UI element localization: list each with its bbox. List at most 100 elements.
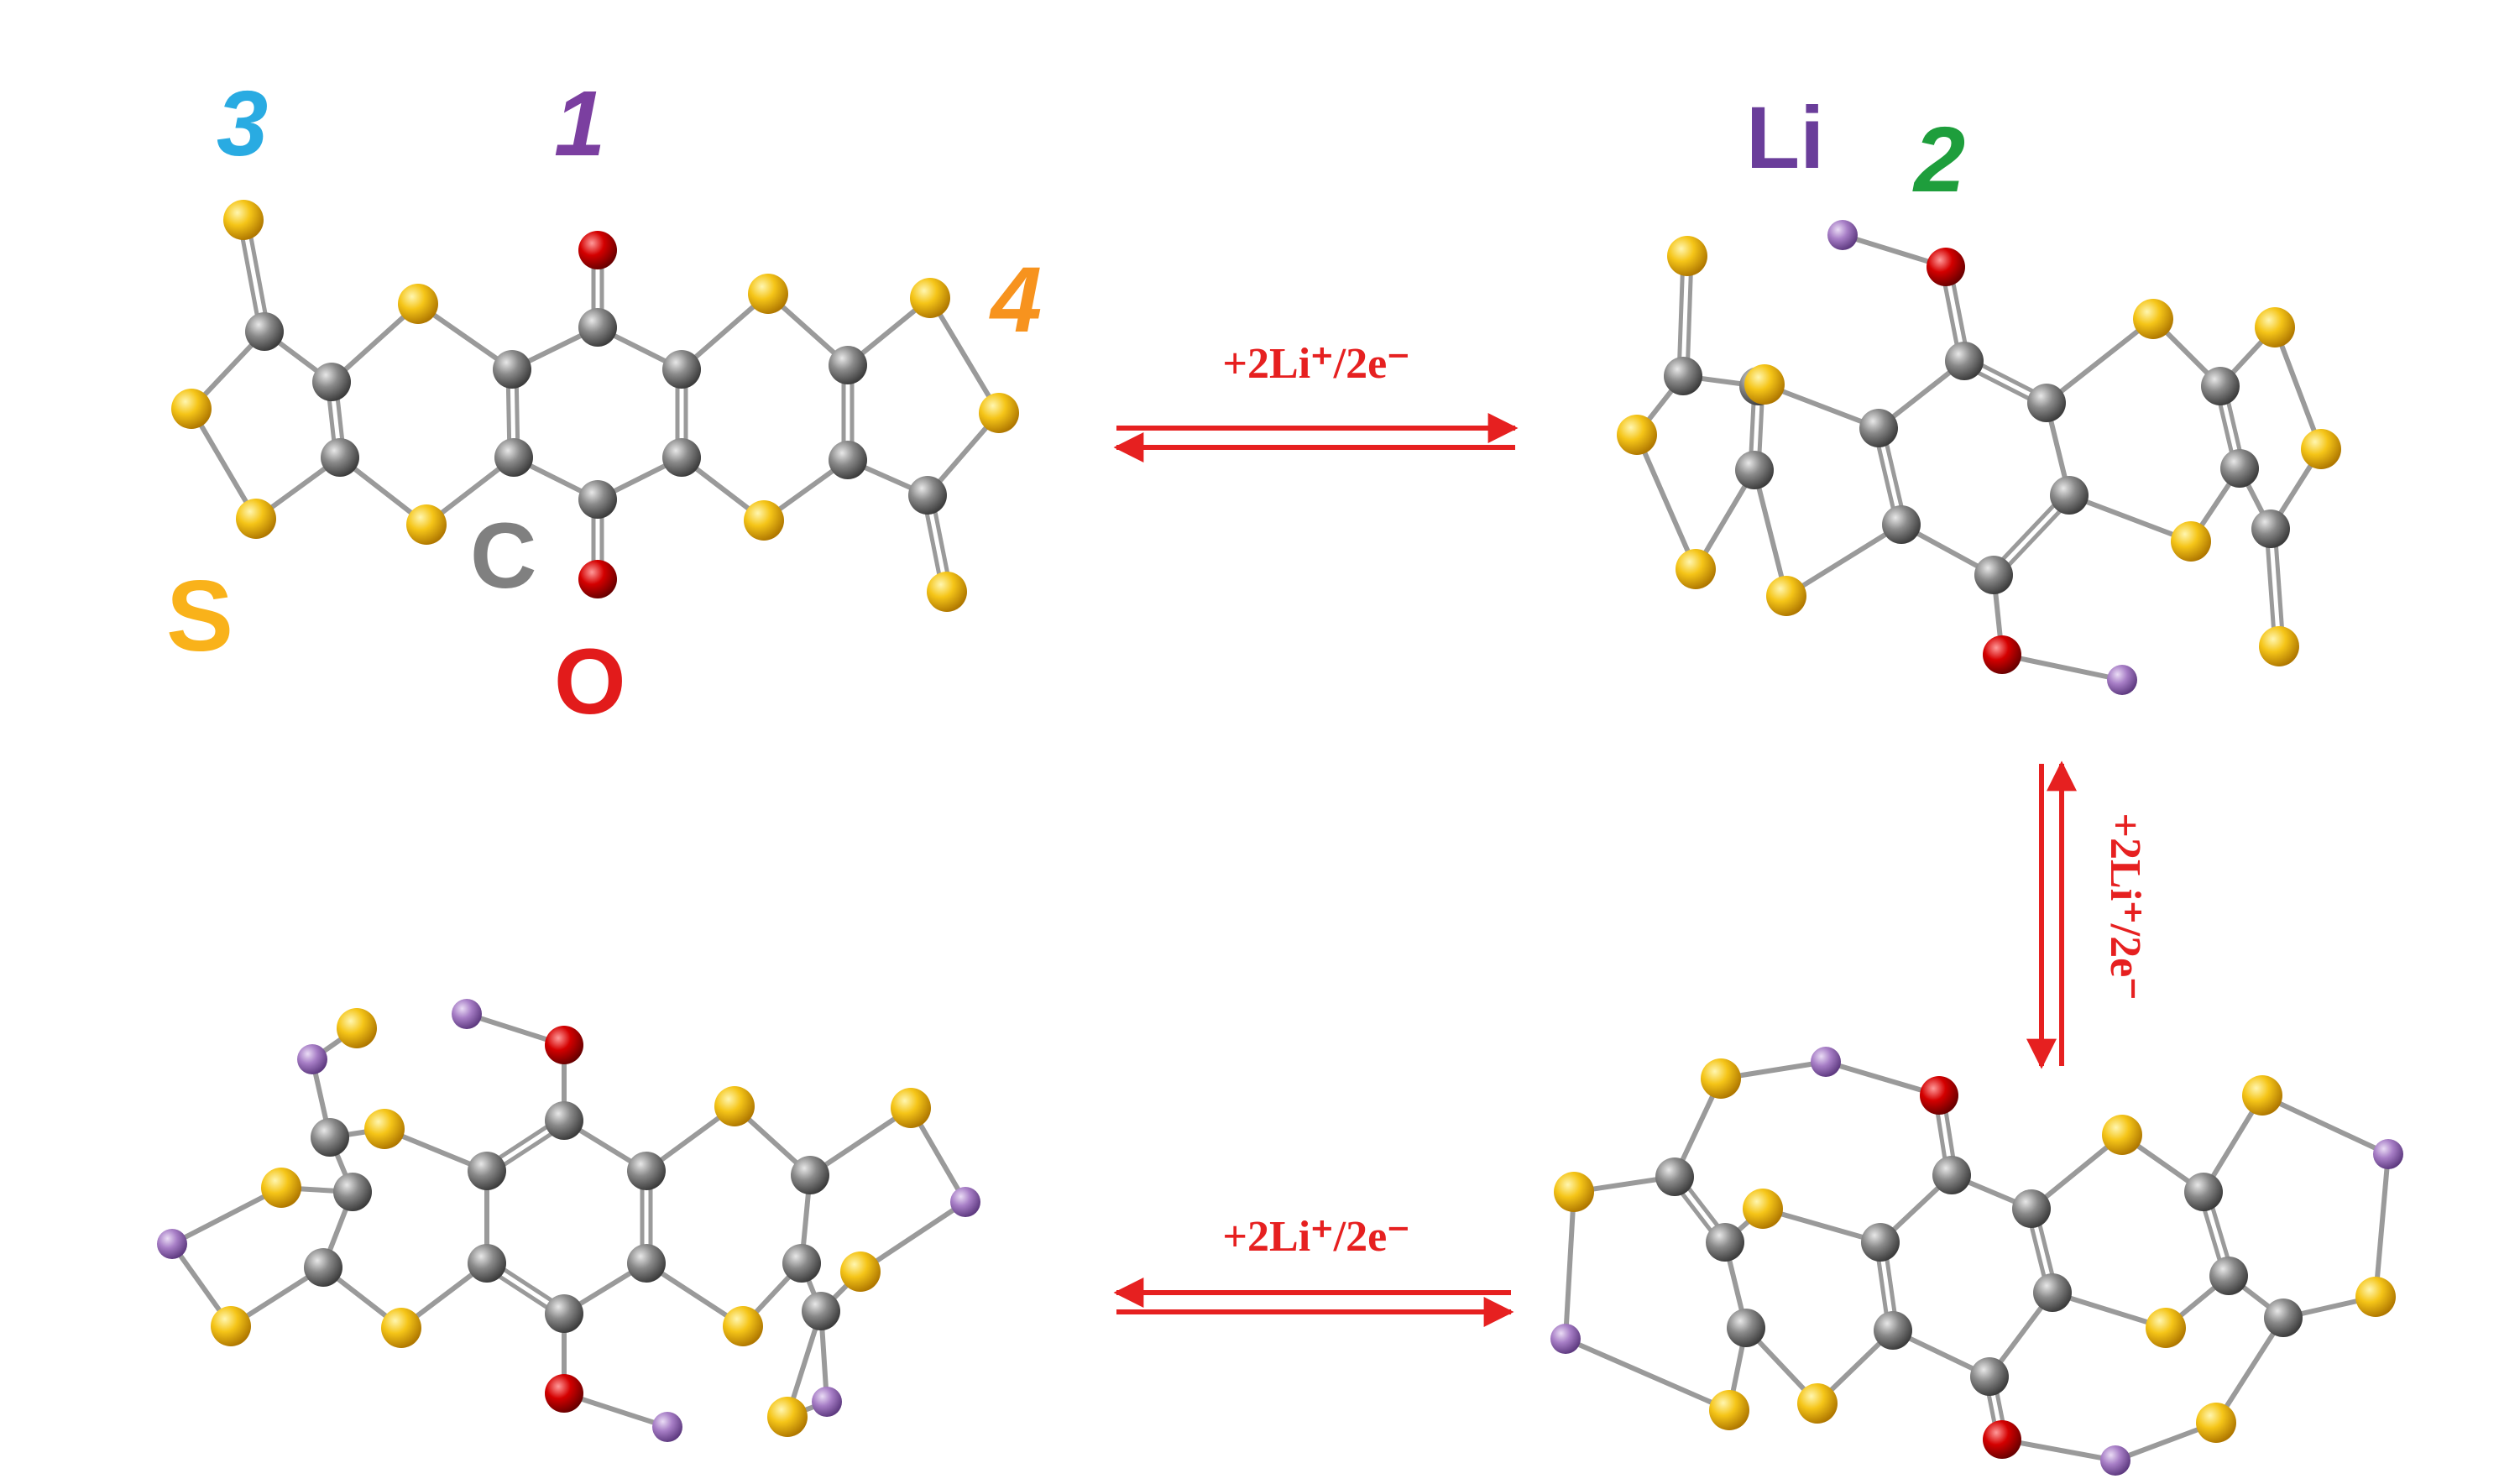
bond — [808, 1105, 913, 1178]
bond — [2044, 316, 2156, 405]
lithium-atom — [1827, 220, 1858, 250]
bond — [1762, 382, 1881, 431]
lithium-atom — [2100, 1445, 2130, 1476]
sulfur-atom — [381, 1308, 421, 1348]
carbon-atom — [2220, 449, 2259, 488]
sulfur-atom — [2102, 1115, 2142, 1155]
sulfur-atom — [1766, 576, 1806, 616]
oxygen-atom — [1927, 248, 1965, 286]
carbon-atom — [468, 1152, 506, 1190]
sulfur-atom — [910, 278, 950, 318]
molecule-1-neutral — [171, 200, 1019, 612]
sulfur-atom — [2301, 429, 2341, 469]
sulfur-atom — [2171, 521, 2211, 562]
carbon-atom — [2050, 476, 2089, 515]
carbon-atom — [2027, 384, 2066, 422]
sulfur-atom — [714, 1086, 755, 1126]
carbon-atom — [1932, 1156, 1971, 1194]
bond — [1752, 468, 1789, 598]
sulfur-atom — [261, 1168, 301, 1208]
element-li-label: Li — [1746, 89, 1824, 187]
oxygen-atom — [1983, 635, 2021, 674]
carbon-atom — [545, 1294, 583, 1333]
bond — [1676, 253, 1686, 379]
lithium-atom — [297, 1044, 327, 1074]
reaction-label-step-2: +2Li⁺/2e⁻ — [2101, 813, 2149, 1000]
carbon-atom — [802, 1292, 840, 1330]
site-2-label: 2 — [1912, 108, 1965, 212]
sulfur-atom — [1701, 1058, 1741, 1099]
carbon-atom — [311, 1118, 349, 1157]
carbon-atom — [493, 350, 531, 389]
carbon-atom — [2184, 1173, 2223, 1211]
carbon-atom — [545, 1101, 583, 1140]
bond — [1784, 522, 1904, 598]
oxygen-atom — [578, 560, 617, 598]
oxygen-atom — [545, 1374, 583, 1413]
carbon-atom — [1735, 451, 1774, 489]
equilibrium-arrow-step-1 — [1113, 413, 1519, 462]
equilibrium-arrow-step-3 — [1113, 1278, 1514, 1327]
carbon-atom — [627, 1152, 666, 1190]
sulfur-atom — [1797, 1383, 1838, 1424]
bond — [1563, 1336, 1732, 1413]
sulfur-atom — [891, 1088, 931, 1128]
carbon-atom — [245, 312, 284, 351]
carbon-atom — [578, 480, 617, 519]
sulfur-atom — [1554, 1172, 1594, 1212]
carbon-atom — [1861, 1223, 1900, 1262]
lithium-atom — [652, 1412, 682, 1442]
site-4-label: 4 — [989, 248, 1042, 352]
sulfur-atom — [2242, 1075, 2282, 1116]
carbon-atom — [1664, 357, 1702, 395]
carbon-atom — [791, 1156, 829, 1194]
sulfur-atom — [1709, 1390, 1749, 1430]
carbon-atom — [1655, 1157, 1694, 1196]
bond — [1760, 1206, 1883, 1245]
bond — [2373, 1152, 2391, 1299]
bond — [2214, 1315, 2286, 1425]
sulfur-atom — [1676, 549, 1716, 589]
sulfur-atom — [337, 1008, 377, 1048]
sulfur-atom — [979, 393, 1019, 433]
carbon-atom — [578, 308, 617, 347]
bond — [1634, 432, 1698, 572]
bond — [858, 1199, 968, 1274]
carbon-atom — [829, 441, 867, 479]
sulfur-atom — [744, 500, 784, 541]
bond — [2000, 652, 2125, 682]
reaction-label-step-1: +2Li⁺/2e⁻ — [1222, 340, 1409, 388]
oxygen-atom — [1920, 1076, 1958, 1115]
element-s-label: S — [166, 560, 233, 672]
sulfur-atom — [406, 504, 447, 545]
carbon-atom — [333, 1173, 372, 1211]
sulfur-atom — [2146, 1308, 2186, 1348]
element-o-label: O — [554, 630, 626, 734]
sulfur-atom — [1667, 236, 1707, 276]
carbon-atom — [2012, 1189, 2051, 1228]
sulfur-atom — [1744, 364, 1785, 405]
carbon-atom — [312, 363, 351, 401]
site-1-label: 1 — [554, 72, 605, 175]
molecule-2-dilithiated — [1617, 220, 2341, 695]
carbon-atom — [1970, 1357, 2009, 1396]
bond — [928, 295, 1001, 415]
sulfur-atom — [927, 572, 967, 612]
site-3-label: 3 — [217, 72, 268, 175]
carbon-atom — [1974, 556, 2013, 594]
lithium-atom — [452, 999, 482, 1029]
molecule-3-tetralithiated — [1550, 1047, 2403, 1476]
lithium-atom — [2107, 665, 2137, 695]
lithium-atom — [812, 1387, 842, 1417]
carbon-atom — [1882, 505, 1921, 544]
carbon-atom — [321, 438, 359, 477]
carbon-atom — [829, 346, 867, 384]
sulfur-atom — [236, 499, 276, 539]
carbon-atom — [2264, 1298, 2303, 1337]
sulfur-atom — [2259, 626, 2299, 666]
carbon-atom — [304, 1248, 342, 1287]
molecule-4-hexalithiated — [157, 999, 980, 1442]
sulfur-atom — [748, 274, 788, 314]
sulfur-atom — [767, 1397, 808, 1437]
